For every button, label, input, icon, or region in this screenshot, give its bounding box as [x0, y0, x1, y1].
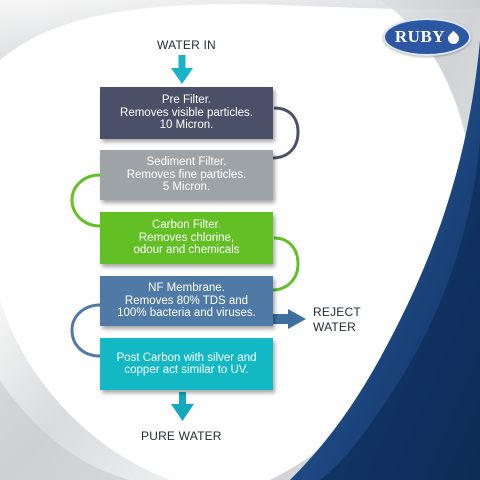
sediment-filter-micron: 5 Micron.: [162, 181, 211, 194]
carbon-filter-description-1: Removes chlorine,: [138, 231, 235, 244]
water-in-arrow: [171, 55, 193, 84]
nf-membrane-description-1: Removes 80% TDS and: [124, 294, 249, 307]
pre-filter-description: Removes visible particles.: [120, 106, 253, 119]
reject-water-label: REJECT WATER: [313, 305, 361, 335]
pre-filter-step: Pre Filter. Removes visible particles. 1…: [100, 87, 273, 139]
loop-nf-to-post-carbon: [70, 303, 101, 358]
post-carbon-description-2: copper act similar to UV.: [124, 364, 249, 376]
reject-water-line1: REJECT: [313, 305, 361, 319]
pure-water-arrow: [171, 392, 194, 421]
nf-membrane-step: NF Membrane. Removes 80% TDS and 100% ba…: [100, 276, 273, 326]
sediment-filter-step: Sediment Filter. Removes fine particles.…: [100, 150, 273, 200]
loop-pre-to-sediment: [271, 106, 300, 160]
reject-water-line2: WATER: [313, 320, 356, 334]
post-carbon-step: Post Carbon with silver and copper act s…: [100, 338, 273, 390]
carbon-filter-title: Carbon Filter.: [151, 219, 222, 232]
nf-membrane-title: NF Membrane.: [148, 282, 225, 295]
logo-text: RUBY: [394, 27, 446, 46]
pre-filter-micron: 10 Micron.: [159, 119, 214, 132]
carbon-filter-description-2: odour and chemicals: [133, 244, 240, 257]
pure-water-label: PURE WATER: [141, 429, 222, 443]
ruby-logo: RUBY: [383, 18, 471, 56]
nf-membrane-description-2: 100% bacteria and viruses.: [117, 307, 256, 320]
loop-carbon-to-nf: [271, 236, 300, 292]
sediment-filter-description: Removes fine particles.: [126, 168, 247, 181]
water-in-label: WATER IN: [157, 38, 216, 52]
pre-filter-title: Pre Filter.: [161, 94, 212, 107]
reject-water-arrow: [273, 309, 306, 329]
carbon-filter-step: Carbon Filter. Removes chlorine, odour a…: [100, 212, 273, 264]
sediment-filter-title: Sediment Filter.: [146, 156, 227, 169]
post-carbon-description-1: Post Carbon with silver and: [116, 351, 257, 364]
loop-sediment-to-carbon: [70, 173, 101, 228]
